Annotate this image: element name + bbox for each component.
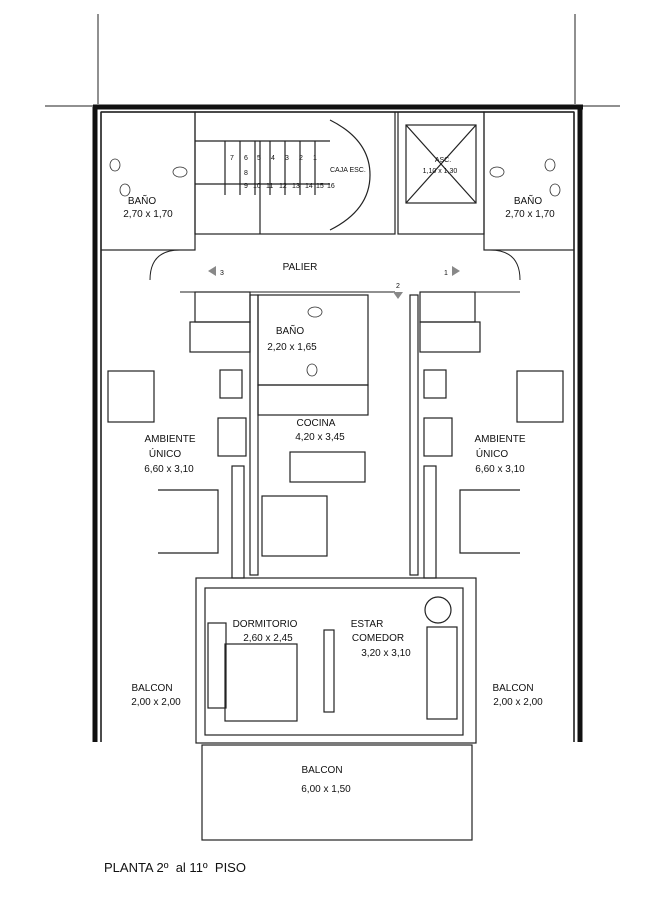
stair-step-label: 9 [244, 183, 248, 190]
room-estar-name2: COMEDOR [352, 633, 404, 644]
unit-number-center: 2 [396, 283, 400, 290]
room-dormitorio-name: DORMITORIO [233, 619, 298, 630]
arrow-right-icon [452, 266, 460, 276]
room-ambiente-right-name1: AMBIENTE [474, 434, 525, 445]
room-bano-center-dims: 2,20 x 1,65 [267, 342, 317, 353]
room-balcon-right-dims: 2,00 x 2,00 [493, 697, 543, 708]
stair-step-mid: 8 [244, 170, 248, 177]
stair-step-label: 1 [313, 155, 317, 162]
room-bano-right-dims: 2,70 x 1,70 [505, 209, 555, 220]
stair-step-label: 5 [257, 155, 261, 162]
unit-number-right: 1 [444, 270, 448, 277]
center-unit [195, 294, 477, 841]
stair-step-label: 14 [305, 183, 313, 190]
room-bano-center-name: BAÑO [276, 324, 305, 337]
exterior-walls [92, 104, 583, 742]
room-estar-dims: 3,20 x 3,10 [361, 648, 411, 659]
stair-step-label: 3 [285, 155, 289, 162]
room-balcon-left-name: BALCON [131, 683, 172, 694]
room-ambiente-left-name1: AMBIENTE [144, 434, 195, 445]
room-cocina-name: COCINA [297, 418, 336, 429]
room-asc-dims: 1,10 x 1,30 [423, 168, 458, 175]
stair-step-label: 2 [299, 155, 303, 162]
stair-step-label: 6 [244, 155, 248, 162]
room-estar-name1: ESTAR [351, 619, 384, 630]
room-balcon-left-dims: 2,00 x 2,00 [131, 697, 181, 708]
room-caja-esc-name: CAJA ESC. [330, 167, 366, 174]
plan-caption: PLANTA 2º al 11º PISO [104, 860, 246, 875]
room-ambiente-left-dims: 6,60 x 3,10 [144, 464, 194, 475]
arrow-left-icon [208, 266, 216, 276]
room-bano-left-name: BAÑO [128, 194, 157, 207]
room-balcon-right-name: BALCON [492, 683, 533, 694]
room-dormitorio-dims: 2,60 x 2,45 [243, 633, 293, 644]
room-asc-name: ASC. [435, 157, 451, 164]
stair-step-label: 13 [292, 183, 300, 190]
room-ambiente-left-name2: ÚNICO [149, 447, 181, 460]
arrow-down-icon [393, 292, 403, 299]
unit-number-left: 3 [220, 270, 224, 277]
room-ambiente-right-name2: ÚNICO [476, 447, 508, 460]
right-unit [409, 111, 575, 579]
room-bano-left-dims: 2,70 x 1,70 [123, 209, 173, 220]
room-balcon-bottom-name: BALCON [301, 765, 342, 776]
stair-steps-bottom: 9 10 11 12 13 14 15 16 [244, 183, 335, 190]
left-unit [100, 111, 259, 579]
stair-step-label: 7 [230, 155, 234, 162]
stair-step-label: 10 [253, 183, 261, 190]
stair-step-label: 4 [271, 155, 275, 162]
stair-step-label: 11 [266, 183, 273, 190]
stair-steps-top: 7 6 5 4 3 2 1 [230, 155, 317, 162]
room-balcon-bottom-dims: 6,00 x 1,50 [301, 784, 351, 795]
room-bano-right-name: BAÑO [514, 194, 543, 207]
room-cocina-dims: 4,20 x 3,45 [295, 432, 345, 443]
stair-step-label: 15 [316, 183, 324, 190]
room-ambiente-right-dims: 6,60 x 3,10 [475, 464, 525, 475]
stair-step-label: 16 [327, 183, 335, 190]
room-palier-name: PALIER [283, 262, 318, 273]
stair-step-label: 12 [279, 183, 287, 190]
